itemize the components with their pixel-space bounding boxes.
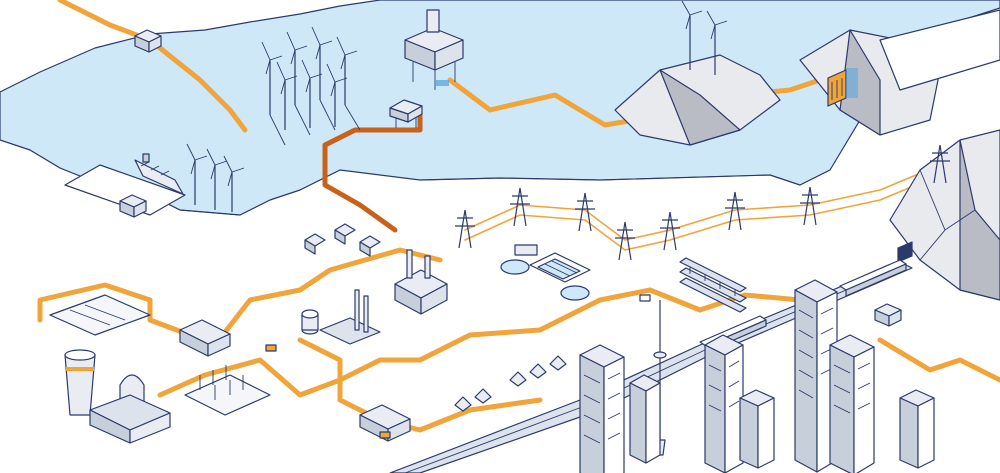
- house-row: [510, 356, 566, 386]
- transmission-tower-icon: [725, 192, 745, 230]
- transmission-tower-icon: [455, 210, 475, 248]
- overhead-line-2: [465, 175, 940, 250]
- skyscraper-icon: [830, 335, 874, 473]
- tunnel-portal: [898, 242, 912, 262]
- train-icon: [840, 260, 906, 296]
- house-row: [875, 304, 901, 326]
- car-icon: [266, 345, 276, 351]
- residential-cluster: [305, 224, 380, 256]
- transmission-tower-icon: [510, 188, 530, 226]
- cable-city-east: [880, 340, 1000, 380]
- office-block: [900, 390, 934, 468]
- mountain: [890, 130, 1000, 300]
- cable-east: [600, 290, 800, 310]
- skyscraper-icon: [705, 335, 743, 473]
- office-block: [630, 375, 660, 463]
- office-block: [740, 390, 774, 468]
- transmission-tower-icon: [615, 222, 635, 260]
- skyscraper-icon: [580, 345, 624, 473]
- car-icon: [380, 432, 390, 438]
- parking-lot: [50, 295, 150, 335]
- refinery: [302, 290, 380, 344]
- water-treatment-icon: [501, 245, 590, 300]
- depot: [180, 320, 230, 356]
- cable-industry: [300, 340, 540, 430]
- substation-yard: [185, 365, 270, 415]
- nuclear-plant-icon: [65, 350, 170, 443]
- car-icon: [640, 295, 650, 301]
